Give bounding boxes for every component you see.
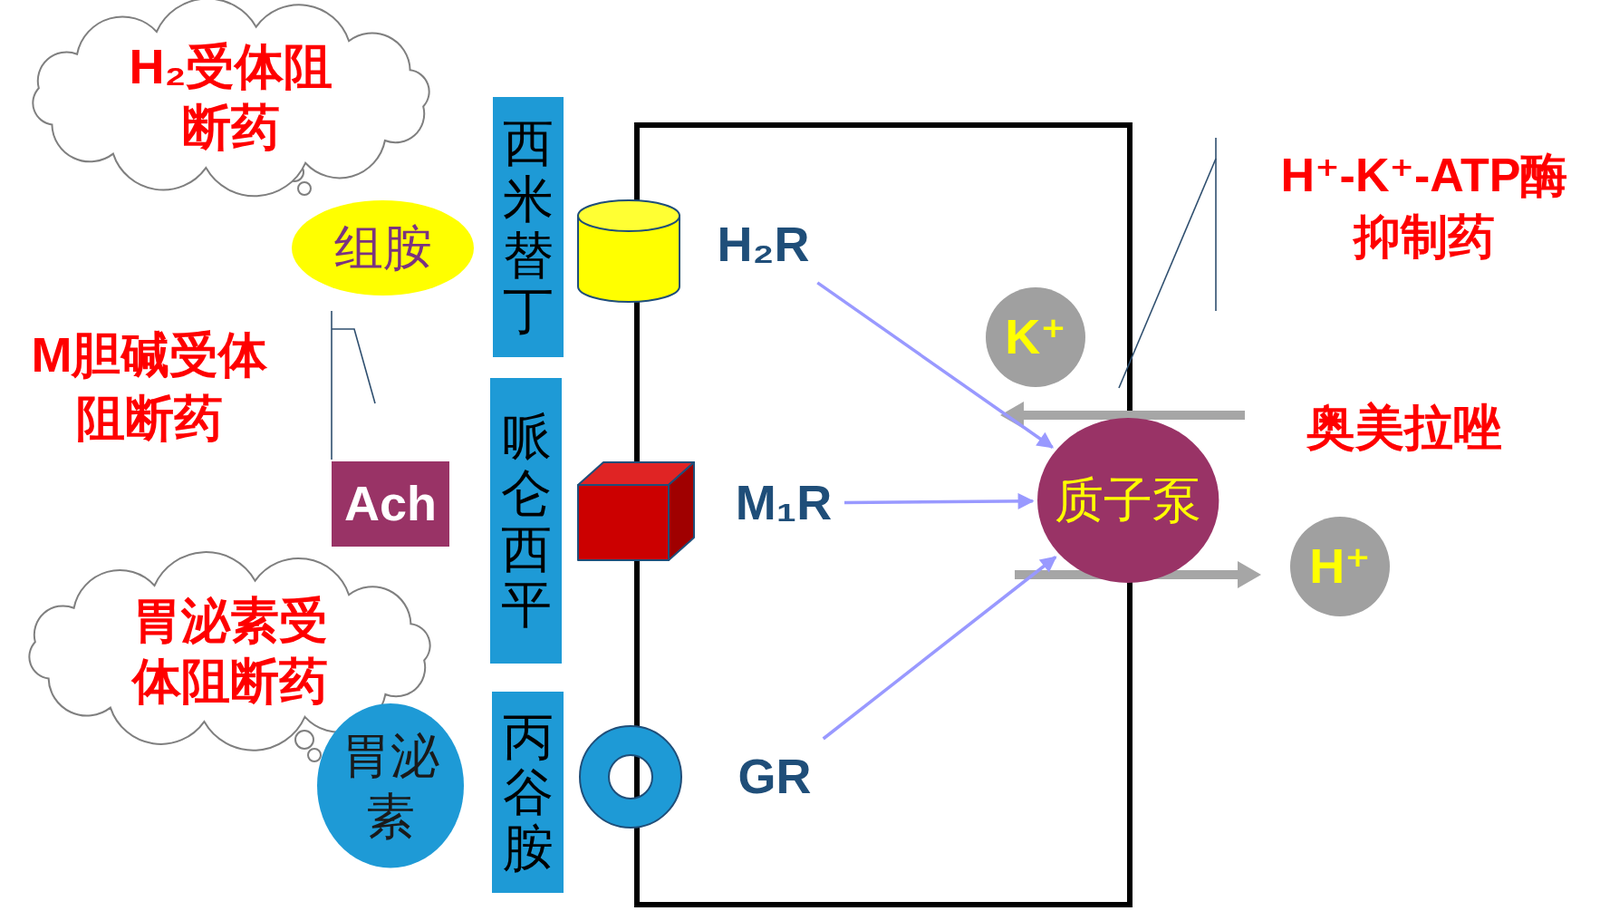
band-shape [492, 96, 564, 357]
drug-name: 丙谷胺 [502, 708, 554, 877]
ion-circle: H⁺ [1289, 515, 1391, 617]
text-group: H₂受体阻 断药 [86, 36, 376, 159]
signal-arrow [823, 557, 1056, 740]
text-group: GR [738, 745, 812, 808]
drug-name: 西米替丁 [502, 115, 554, 338]
text-group: H⁺ [1309, 535, 1371, 598]
drug-band: 西米替丁 [492, 96, 564, 357]
drug-band: 丙谷胺 [491, 691, 564, 893]
ring-receptor [579, 725, 682, 828]
node-text: Ach [344, 472, 437, 535]
band-shape [491, 691, 564, 893]
text-group: 哌仑西平 [501, 408, 552, 632]
node-text: H⁺ [1309, 535, 1371, 598]
node-text: H₂R [717, 213, 810, 276]
receptor-label: GR [724, 739, 825, 814]
drug-name: 哌仑西平 [501, 408, 552, 632]
node-text: 质子泵 [1054, 469, 1202, 531]
node-text: 胃泌 素 [331, 724, 450, 848]
text-group: 组胺 [334, 217, 433, 280]
text-group: 丙谷胺 [502, 708, 554, 877]
rect-shape [331, 461, 450, 547]
cylinder-receptor [578, 200, 680, 302]
receptor-label: M₁R [724, 465, 843, 540]
text-group: 西米替丁 [502, 115, 554, 338]
drug-name-label: 奥美拉唑 [1286, 395, 1523, 459]
circle-shape [1290, 516, 1390, 617]
node-text: GR [738, 745, 812, 808]
text-group: 胃泌素受 体阻断药 [112, 589, 348, 713]
drug-class-label: H⁺-K⁺-ATP酶 抑制药 [1253, 144, 1596, 268]
signal-arrow [844, 501, 1033, 503]
cloud-shape [32, 0, 429, 196]
proton-pump: 质子泵 [1036, 416, 1220, 584]
text-group: K⁺ [1004, 306, 1067, 368]
ligand-circle: 胃泌 素 [316, 702, 465, 869]
band-shape [490, 377, 562, 664]
node-text: 组胺 [334, 217, 433, 280]
circle-shape [317, 703, 464, 868]
circle-shape [985, 287, 1086, 387]
receptor-label: H₂R [706, 207, 820, 282]
node-text: H₂受体阻 断药 [86, 36, 376, 159]
text-group: 胃泌 素 [331, 724, 450, 848]
text-group: M₁R [735, 472, 832, 534]
text-group: Ach [344, 472, 437, 535]
ligand-ellipse: 组胺 [290, 199, 475, 297]
cube-receptor [578, 462, 694, 560]
ion-flow-arrow [1000, 401, 1262, 588]
circle-shape [1037, 417, 1219, 583]
drug-class-label: M胆碱受体 阻断药 [13, 322, 286, 450]
ellipse-shape [291, 200, 474, 296]
ion-circle: K⁺ [984, 286, 1087, 388]
drug-band: 哌仑西平 [490, 377, 562, 664]
node-text: K⁺ [1004, 306, 1067, 368]
text-group: 质子泵 [1054, 469, 1202, 531]
node-text: M₁R [735, 472, 832, 534]
node-text: 胃泌素受 体阻断药 [112, 589, 348, 713]
ligand-box: Ach [331, 461, 450, 547]
cloud-callout: H₂受体阻 断药 [13, 2, 449, 193]
cloud-outline [13, 2, 449, 193]
text-group: H₂R [717, 213, 810, 276]
